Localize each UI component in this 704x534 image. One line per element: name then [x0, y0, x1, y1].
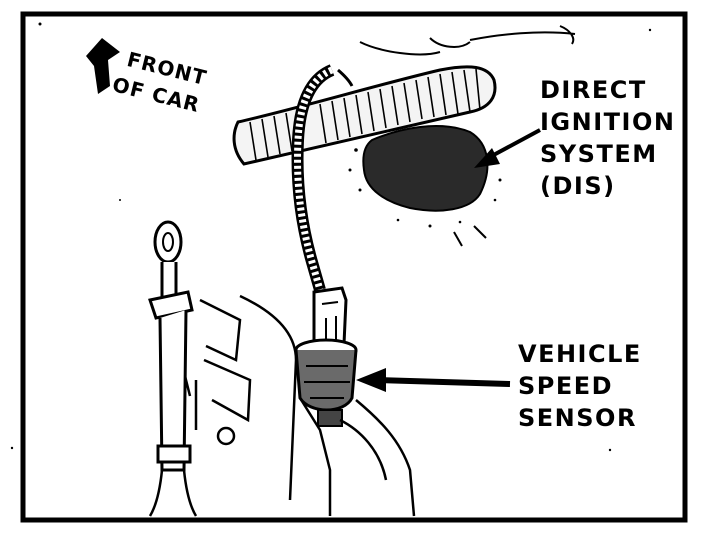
- dis-module: [348, 125, 502, 247]
- transmission-housing: [182, 294, 416, 517]
- vss-label-line3: SENSOR: [518, 404, 637, 432]
- engine-outline: [359, 25, 576, 56]
- vss-label-line2: SPEED: [518, 372, 613, 400]
- dis-label-line2: IGNITION: [540, 108, 675, 136]
- sensor-wire-harness: [291, 64, 354, 292]
- dis-label-line1: DIRECT: [540, 76, 647, 104]
- vss-pointer-arrow: [356, 368, 511, 392]
- vss-label-line1: VEHICLE: [518, 340, 642, 368]
- dis-label-line3: SYSTEM: [540, 140, 658, 168]
- dis-pointer-arrow: [474, 128, 541, 168]
- dipstick-tube: [148, 220, 198, 517]
- vss-label: VEHICLE SPEED SENSOR: [518, 340, 642, 432]
- dis-label: DIRECT IGNITION SYSTEM (DIS): [540, 76, 675, 200]
- dis-label-line4: (DIS): [540, 172, 616, 200]
- print-specks: [10, 22, 652, 452]
- front-direction-arrow: [86, 38, 120, 94]
- diagram-frame: [20, 11, 688, 523]
